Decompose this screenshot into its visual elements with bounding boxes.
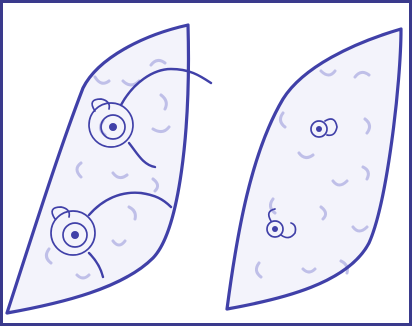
left-lower-spore-nucleus xyxy=(71,231,79,239)
cell-diagram xyxy=(3,3,409,323)
right-upper-spore-nucleus xyxy=(316,126,322,132)
right-cell-panel xyxy=(227,29,401,309)
left-upper-spore-nucleus xyxy=(109,123,117,131)
left-cell-panel xyxy=(7,25,211,313)
right-lower-spore-nucleus xyxy=(272,226,278,232)
